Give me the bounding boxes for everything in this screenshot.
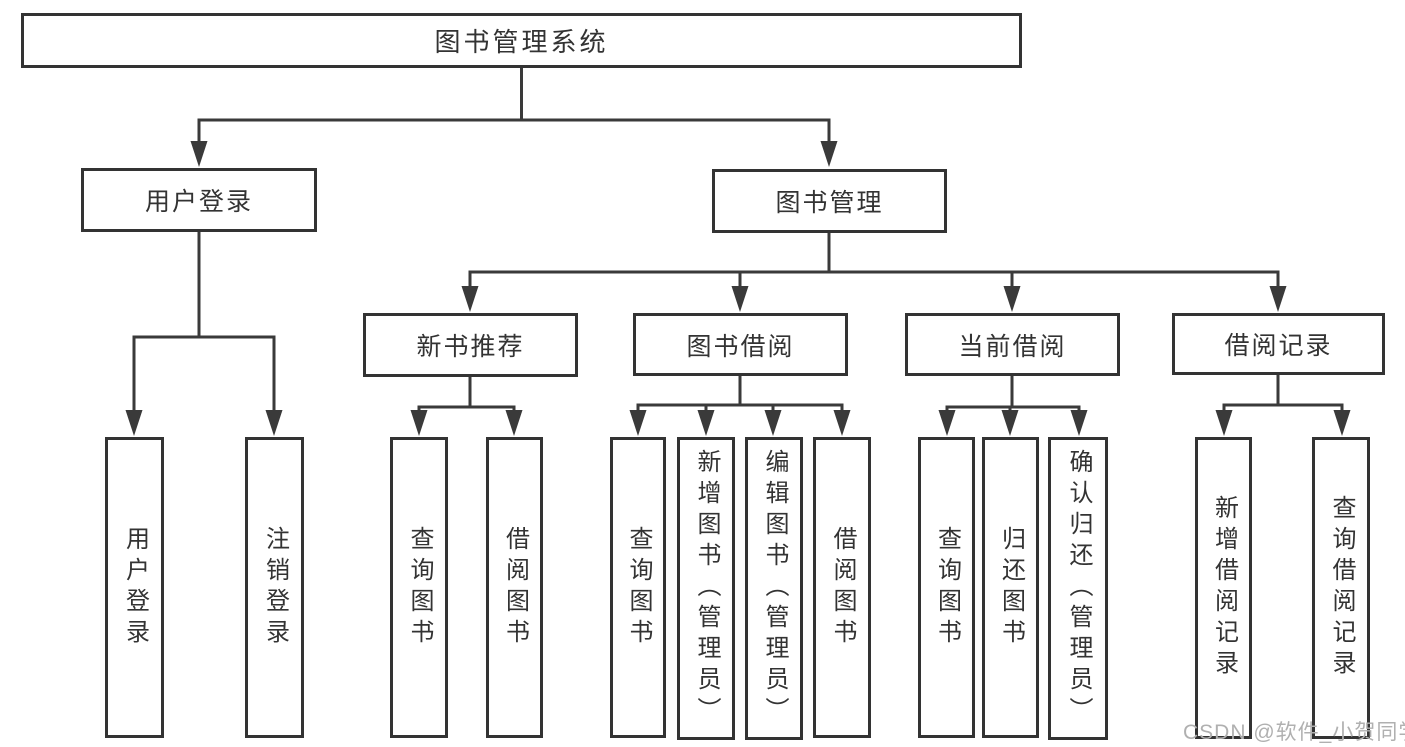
leaf-borrow-book-label: 借阅图书 [829, 525, 856, 650]
leaf-query-book-recommend: 查询图书 [390, 437, 448, 738]
arrowheads [125, 141, 1351, 436]
node-book-borrow-label: 图书借阅 [686, 332, 795, 361]
arrow-down-icon [697, 410, 715, 436]
arrow-down-icon [410, 410, 428, 436]
leaf-confirm-return-admin-label: 确认归还（管理员） [1065, 449, 1092, 728]
leaf-user-login-label: 用户登录 [121, 525, 149, 650]
leaf-query-current-borrow-label: 查询图书 [933, 525, 961, 650]
arrow-down-icon [265, 410, 283, 436]
leaf-query-borrow-record: 查询借阅记录 [1312, 437, 1370, 739]
arrow-down-icon [1215, 410, 1233, 436]
arrow-down-icon [629, 410, 647, 436]
node-root-label: 图书管理系统 [434, 27, 609, 57]
node-borrow-records-label: 借阅记录 [1224, 332, 1333, 360]
leaf-confirm-return-admin: 确认归还（管理员） [1048, 437, 1108, 740]
arrow-down-icon [820, 141, 838, 167]
node-book-management: 图书管理 [712, 169, 947, 233]
leaf-add-book-admin-label: 新增图书（管理员） [693, 449, 720, 728]
arrow-down-icon [938, 410, 956, 436]
leaf-return-book: 归还图书 [982, 437, 1039, 738]
arrow-down-icon [833, 410, 851, 436]
leaf-borrow-book-recommend: 借阅图书 [486, 437, 543, 738]
arrow-down-icon [764, 410, 782, 436]
leaf-return-book-label: 归还图书 [997, 525, 1025, 650]
node-book-management-label: 图书管理 [775, 189, 884, 217]
node-user-login-label: 用户登录 [144, 188, 253, 216]
node-new-book-recommend-label: 新书推荐 [416, 333, 525, 361]
leaf-query-book-borrow: 查询图书 [610, 437, 666, 738]
watermark: CSDN @软件_小贺同学 [1183, 721, 1405, 744]
arrow-down-icon [731, 286, 749, 312]
node-current-borrow: 当前借阅 [905, 313, 1120, 376]
leaf-query-borrow-record-label: 查询借阅记录 [1328, 495, 1355, 681]
node-book-borrow: 图书借阅 [633, 313, 848, 376]
leaf-borrow-book: 借阅图书 [813, 437, 871, 738]
arrow-down-icon [1333, 410, 1351, 436]
arrow-down-icon [1269, 286, 1287, 312]
node-new-book-recommend: 新书推荐 [363, 313, 578, 377]
leaf-query-book-borrow-label: 查询图书 [625, 525, 652, 650]
arrow-down-icon [461, 286, 479, 312]
arrow-down-icon [505, 410, 523, 436]
arrow-down-icon [125, 410, 143, 436]
arrow-down-icon [190, 141, 208, 167]
leaf-borrow-book-recommend-label: 借阅图书 [501, 525, 529, 650]
arrow-down-icon [1003, 286, 1021, 312]
leaf-edit-book-admin: 编辑图书（管理员） [745, 437, 803, 740]
leaf-logout-label: 注销登录 [261, 525, 289, 650]
leaf-add-borrow-record-label: 新增借阅记录 [1210, 495, 1238, 681]
node-root: 图书管理系统 [21, 13, 1022, 68]
leaf-query-current-borrow: 查询图书 [918, 437, 975, 738]
leaf-user-login: 用户登录 [105, 437, 164, 738]
node-user-login: 用户登录 [81, 168, 317, 232]
node-borrow-records: 借阅记录 [1172, 313, 1385, 375]
leaf-add-book-admin: 新增图书（管理员） [677, 437, 735, 740]
leaf-edit-book-admin-label: 编辑图书（管理员） [761, 449, 788, 728]
leaf-add-borrow-record: 新增借阅记录 [1195, 437, 1252, 739]
leaf-query-book-recommend-label: 查询图书 [406, 525, 433, 650]
connector-lines [132, 68, 1344, 414]
leaf-logout: 注销登录 [245, 437, 304, 738]
node-current-borrow-label: 当前借阅 [958, 332, 1067, 361]
arrow-down-icon [1070, 410, 1088, 436]
arrow-down-icon [1001, 410, 1019, 436]
